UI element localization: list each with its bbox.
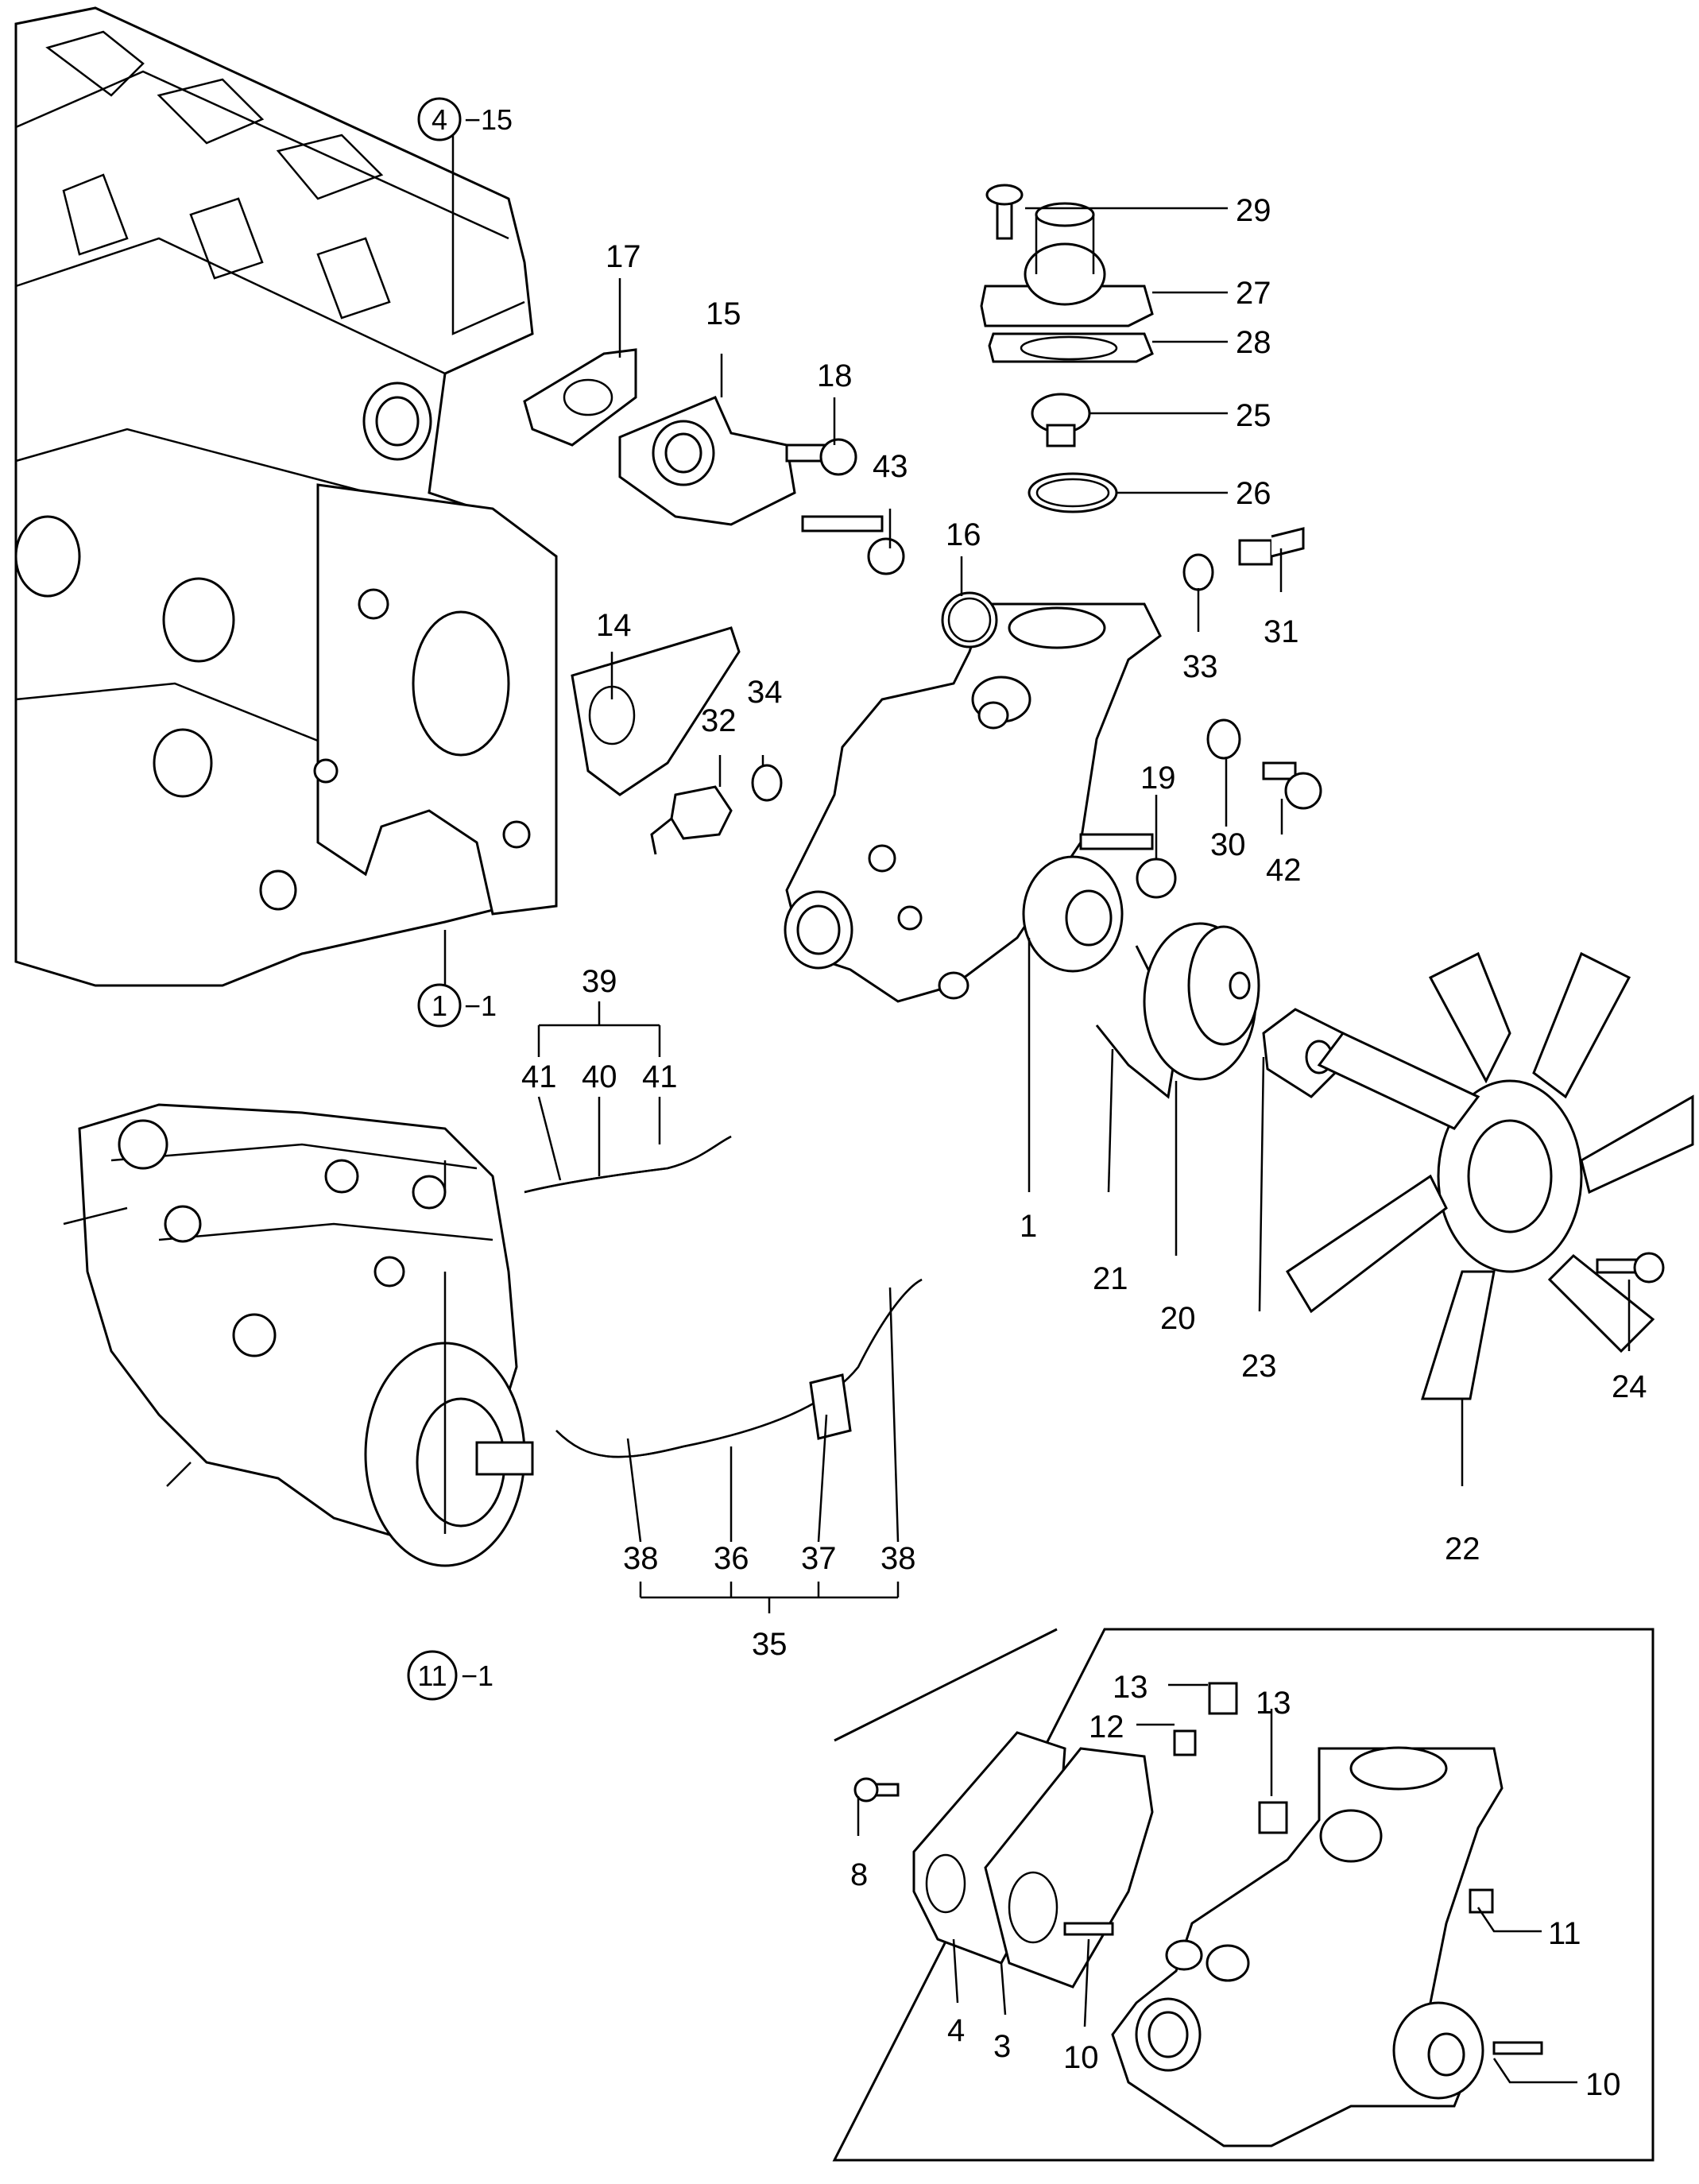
plug-11	[1469, 1888, 1494, 1914]
callout-13-right: 13	[1256, 1686, 1291, 1721]
callout-40: 40	[582, 1059, 617, 1094]
plug-13b	[1258, 1801, 1288, 1834]
bolt-19	[1079, 833, 1154, 850]
callout-37: 37	[801, 1541, 837, 1576]
callout-10-left: 10	[1063, 2040, 1099, 2075]
pulley-belt-fan	[1095, 922, 1694, 1400]
callout-19: 19	[1140, 761, 1176, 796]
callout-35: 35	[752, 1627, 788, 1662]
callout-17: 17	[606, 239, 641, 274]
callout-38-right: 38	[880, 1541, 916, 1576]
group-ref-11-1: 11 −1	[407, 1650, 493, 1701]
svg-text:−1: −1	[461, 1659, 493, 1692]
leader-lines	[443, 119, 1631, 2084]
callout-24: 24	[1612, 1369, 1647, 1404]
callout-41-right: 41	[642, 1059, 678, 1094]
callout-21: 21	[1093, 1261, 1128, 1296]
svg-text:−15: −15	[464, 103, 513, 136]
callout-13-top: 13	[1113, 1670, 1148, 1705]
cylinder-head-and-block	[14, 6, 558, 987]
callout-23: 23	[1241, 1349, 1277, 1384]
washer-34	[751, 764, 783, 802]
callout-18: 18	[817, 358, 853, 393]
svg-text:4: 4	[432, 103, 447, 136]
pin-10a	[1063, 1922, 1114, 1936]
sensor-32	[670, 785, 733, 840]
callout-33: 33	[1182, 649, 1218, 684]
group-ref-1-1: 1 −1	[417, 983, 497, 1028]
thermostat-cover-group	[980, 184, 1154, 513]
callout-41-left: 41	[521, 1059, 557, 1094]
svg-text:1: 1	[432, 989, 447, 1022]
callout-30: 30	[1210, 827, 1246, 862]
callout-labels: 29 27 28 25 26 17 15 18 43 16 31 33 14 3…	[521, 193, 1647, 2102]
callout-39: 39	[582, 964, 617, 999]
callout-4: 4	[947, 2013, 965, 2048]
gasket-14	[571, 626, 741, 796]
callout-36: 36	[714, 1541, 749, 1576]
callout-34: 34	[747, 675, 783, 710]
callout-8: 8	[850, 1857, 868, 1892]
o-ring-16	[941, 591, 998, 649]
callout-14: 14	[596, 608, 632, 643]
group-ref-4-15: 4 −15	[417, 97, 513, 141]
callout-1: 1	[1020, 1209, 1037, 1244]
hoses	[524, 1135, 923, 1458]
callout-32: 32	[701, 703, 737, 738]
thermostat-cover	[980, 285, 1154, 327]
sensors-and-washers	[650, 527, 1322, 899]
detail-inset	[832, 1628, 1654, 2162]
washer-33	[1182, 553, 1214, 591]
plug-12	[1173, 1729, 1197, 1756]
svg-text:11: 11	[417, 1659, 447, 1692]
plug-13a	[1208, 1682, 1238, 1715]
callout-43: 43	[873, 449, 908, 484]
callout-11: 11	[1548, 1916, 1581, 1951]
water-pump-assembly	[784, 602, 1162, 1003]
clamp-37	[809, 1373, 852, 1440]
callout-16: 16	[946, 517, 981, 552]
pin-10b	[1492, 2041, 1543, 2055]
callout-28: 28	[1236, 325, 1271, 360]
callout-15: 15	[706, 296, 741, 331]
bolt-43	[801, 515, 884, 532]
callout-20: 20	[1160, 1301, 1196, 1336]
washer-30	[1206, 718, 1241, 760]
sensor-31	[1238, 539, 1273, 566]
callout-42: 42	[1266, 853, 1302, 888]
svg-text:−1: −1	[464, 989, 497, 1022]
callout-26: 26	[1236, 476, 1271, 511]
callout-27: 27	[1236, 276, 1271, 311]
callout-31: 31	[1264, 614, 1299, 649]
callout-38-left: 38	[623, 1541, 659, 1576]
callout-12: 12	[1089, 1710, 1124, 1744]
callout-25: 25	[1236, 398, 1271, 433]
upper-gasket-and-housing	[523, 348, 905, 796]
callout-29: 29	[1236, 193, 1271, 228]
bolt-42	[1262, 761, 1297, 780]
callout-3: 3	[993, 2029, 1011, 2064]
callout-10-right: 10	[1585, 2067, 1621, 2102]
gasket-3	[984, 1747, 1154, 1988]
callout-22: 22	[1445, 1532, 1480, 1566]
gasket-17	[523, 348, 637, 447]
fuel-injection-pump	[63, 1103, 534, 1567]
